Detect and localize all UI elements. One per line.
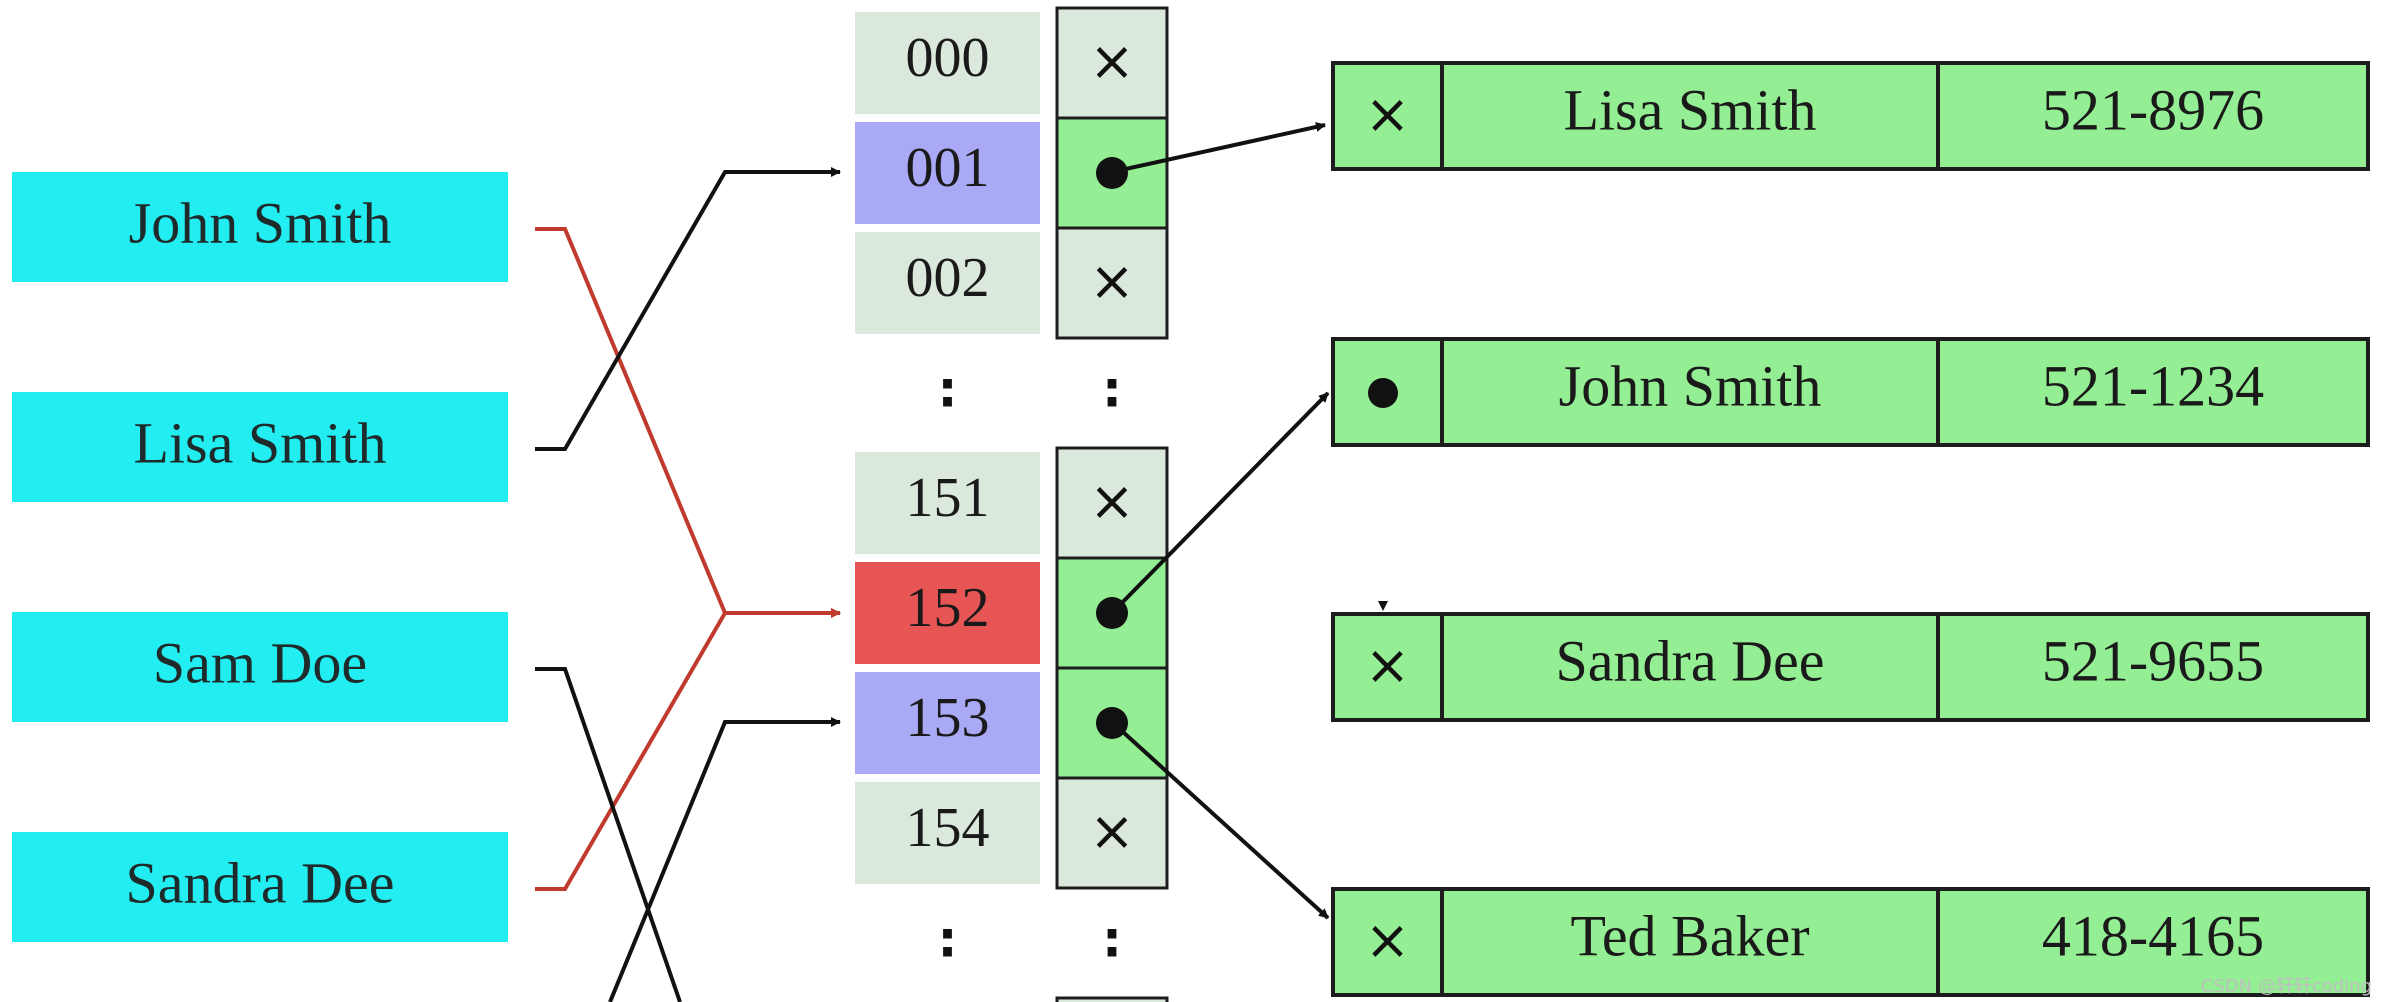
key-label: Sam Doe [153,630,367,695]
bucket-row: :: [938,361,1123,419]
key-box-sandra-dee: Sandra Dee [12,832,508,942]
connector-lisa-to-001 [535,167,841,451]
bucket-index-bg [855,12,1040,114]
record-name: John Smith [1559,353,1822,418]
bucket-slot-clipped [1055,996,1169,1002]
bucket-slot [1055,446,1169,560]
watermark: CSDN @轩轩coding [2201,976,2372,997]
record-null-link: × [1365,909,1410,972]
key-label: John Smith [129,190,392,255]
connector-sandra-to-152 [535,608,841,891]
record-bg [1331,61,2370,171]
record-ted: × Ted Baker 418-4165 [1331,887,2370,997]
chain-dot-john-record [1368,378,1398,408]
record-sandra: × Sandra Dee 521-9655 [1331,612,2370,722]
pointer-dot [1096,157,1128,189]
null-mark: × [1089,30,1134,93]
bucket-row: :: [938,911,1123,969]
bucket-index-label: 153 [906,687,990,749]
bucket-index-bg [855,782,1040,884]
slot-ellipsis: : [1102,911,1122,969]
record-name: Sandra Dee [1556,628,1825,693]
bucket-row: 154 × [855,776,1169,890]
bucket-index-bg [855,122,1040,224]
key-bg [12,392,508,502]
bucket-index-bg [855,452,1040,554]
bucket-row: 152 [855,556,1169,670]
bucket-index-label: 001 [906,137,990,199]
bucket-index-bg [855,672,1040,774]
null-mark: × [1089,470,1134,533]
record-pointers [1110,122,1330,920]
bucket-row: 002 × [855,226,1169,340]
connector-sam-doe-down [535,667,682,1002]
slot-ellipsis: : [1102,361,1122,419]
keys-column: John Smith Lisa Smith Sam Doe Sandra Dee [12,172,508,942]
bucket-slot [1055,226,1169,340]
record-phone: 521-9655 [2042,628,2264,693]
key-label: Sandra Dee [126,850,395,915]
record-null-link: × [1365,83,1410,146]
bucket-ellipsis: : [938,911,958,969]
key-bg [12,612,508,722]
record-john: John Smith 521-1234 [1331,337,2370,447]
record-bg [1331,887,2370,997]
bucket-row: 153 [855,666,1169,780]
null-mark: × [1089,250,1134,313]
connector-from-below-to-153 [608,717,841,1002]
bucket-index-label: 152 [906,577,990,639]
bucket-index-label: 002 [906,247,990,309]
bucket-index-label: 154 [906,797,990,859]
pointer-153-to-ted-record [1110,720,1330,920]
bucket-index-label: 000 [906,27,990,89]
record-phone: 418-4165 [2042,903,2264,968]
pointer-152-to-john-record [1110,391,1330,615]
bucket-row: 001 [855,116,1169,230]
key-box-sam-doe: Sam Doe [12,612,508,722]
bucket-index-bg [855,232,1040,334]
record-bg [1331,612,2370,722]
record-null-link: × [1365,634,1410,697]
key-box-lisa-smith: Lisa Smith [12,392,508,502]
record-name: Lisa Smith [1564,77,1817,142]
record-phone: 521-1234 [2042,353,2264,418]
key-bg [12,832,508,942]
record-bg [1331,337,2370,447]
bucket-row: 151 × [855,446,1169,560]
bucket-ellipsis: : [938,361,958,419]
bucket-row: 000 × [855,6,1169,120]
bucket-slot [1055,776,1169,890]
record-lisa: × Lisa Smith 521-8976 [1331,61,2370,171]
pointer-001-to-lisa-record [1111,122,1326,174]
record-phone: 521-8976 [2042,77,2264,142]
null-mark: × [1089,800,1134,863]
key-connectors [535,167,841,1002]
key-bg [12,172,508,282]
key-label: Lisa Smith [134,410,387,475]
bucket-index-label: 151 [906,467,990,529]
record-name: Ted Baker [1570,903,1809,968]
bucket-index-bg [855,562,1040,664]
key-box-john-smith: John Smith [12,172,508,282]
